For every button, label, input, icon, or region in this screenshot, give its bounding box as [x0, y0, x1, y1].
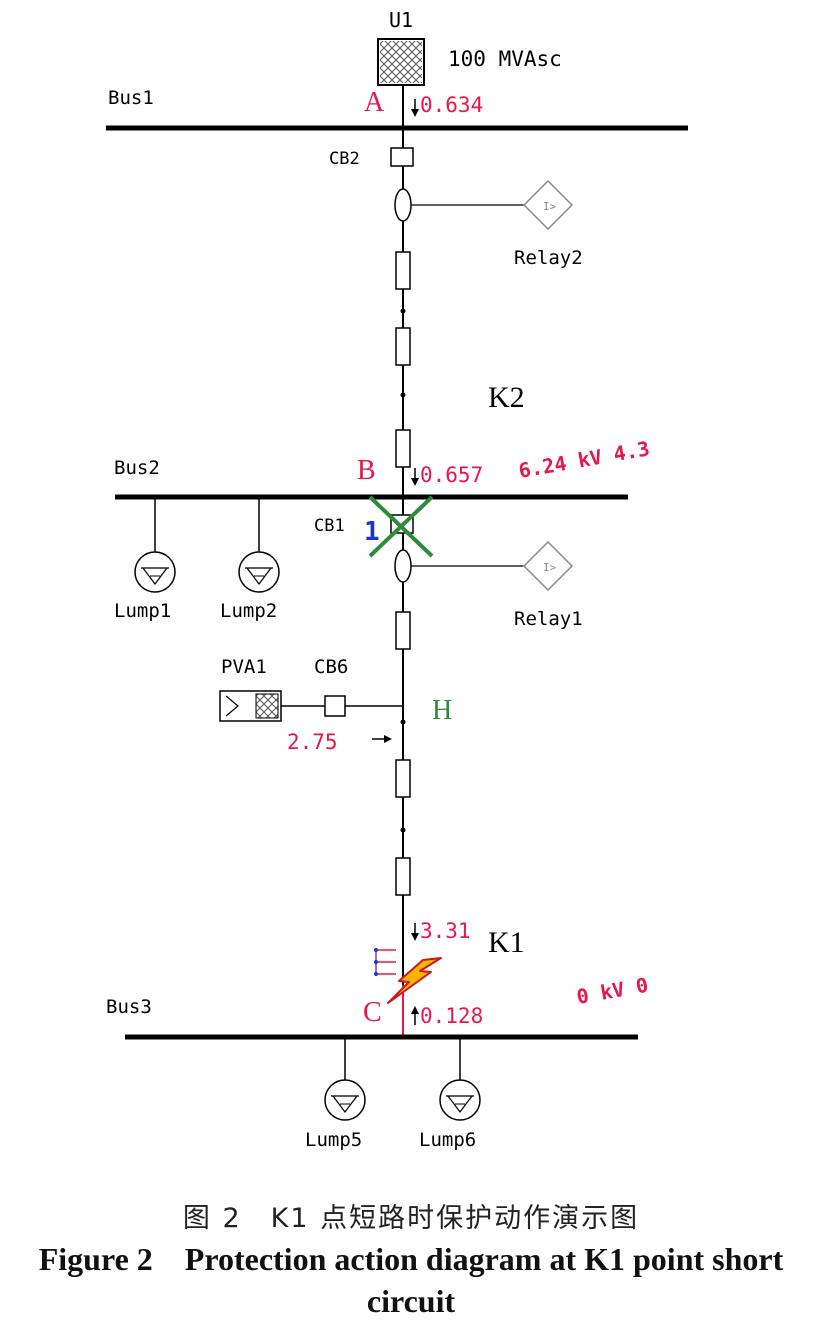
cable-segment-1[interactable]	[395, 251, 411, 290]
lump2-load-icon[interactable]	[238, 551, 280, 593]
lightning-fault-icon	[387, 957, 442, 1004]
fault-ground-icon	[374, 948, 396, 976]
bus2-label: Bus2	[114, 457, 160, 479]
junction-node	[400, 719, 406, 725]
source-label: U1	[389, 8, 413, 32]
single-line-diagram: U1 100 MVAsc Bus1 A 0.634 CB2 I> Relay2 …	[106, 8, 688, 1151]
arrow-down-icon	[411, 923, 419, 941]
lump1-load-icon[interactable]	[134, 551, 176, 593]
pv-array-icon[interactable]	[219, 690, 282, 722]
ct2-icon	[394, 188, 412, 222]
cb6-breaker[interactable]	[324, 695, 346, 717]
cb1-label: CB1	[314, 516, 345, 536]
cable-segment-6[interactable]	[395, 857, 411, 896]
fault-point-k1-label: K1	[488, 926, 525, 959]
source-rating: 100 MVAsc	[448, 47, 562, 71]
point-a-label: A	[364, 87, 385, 118]
flow-k1-value: 3.31	[420, 919, 471, 943]
cable-segment-3[interactable]	[395, 429, 411, 468]
trip-cross-icon	[368, 495, 434, 558]
lump6-label: Lump6	[419, 1129, 476, 1151]
flow-h-value: 2.75	[287, 730, 338, 754]
lump5-load-icon[interactable]	[324, 1079, 366, 1121]
relay2-label: Relay2	[514, 247, 583, 269]
relay1-icon[interactable]: I>	[522, 540, 574, 592]
svg-text:I>: I>	[543, 200, 557, 213]
point-h-label: H	[432, 695, 452, 726]
cb2-breaker[interactable]	[390, 147, 414, 167]
cable-segment-5[interactable]	[395, 759, 411, 798]
lump2-label: Lump2	[220, 600, 277, 622]
cable-segment-4[interactable]	[395, 611, 411, 650]
junction-node	[400, 827, 406, 833]
figure-caption-cn: 图 2 K1 点短路时保护动作演示图	[182, 1203, 640, 1234]
lump5-label: Lump5	[305, 1129, 362, 1151]
bus1-label: Bus1	[108, 87, 154, 109]
svg-text:I>: I>	[543, 561, 557, 574]
lump1-label: Lump1	[114, 600, 171, 622]
flow-a-value: 0.634	[420, 93, 483, 117]
bus3-label: Bus3	[106, 996, 152, 1018]
lump6-load-icon[interactable]	[439, 1079, 481, 1121]
arrow-right-icon	[372, 735, 392, 743]
arrow-up-icon	[411, 1006, 419, 1025]
cable-segment-2[interactable]	[395, 327, 411, 366]
junction-node	[400, 308, 406, 314]
utility-source-icon[interactable]	[377, 38, 425, 86]
point-b-label: B	[357, 455, 376, 486]
cb1-trip-order: 1	[364, 517, 380, 547]
cb6-label: CB6	[314, 656, 348, 678]
arrow-down-icon	[411, 468, 419, 486]
flow-b-value: 0.657	[420, 463, 483, 487]
figure-caption-en: Figure 2 Protection action diagram at K1…	[38, 1241, 784, 1319]
bus3-voltage: 0 kV 0	[575, 973, 650, 1009]
point-c-label: C	[363, 997, 382, 1028]
ct1-icon	[394, 549, 412, 583]
relay1-label: Relay1	[514, 608, 583, 630]
pv-label: PVA1	[221, 656, 267, 678]
bus2-voltage: 6.24 kV 4.3	[517, 436, 652, 483]
fault-point-k2-label: K2	[488, 381, 525, 414]
arrow-down-icon	[411, 99, 419, 117]
flow-c-value: 0.128	[420, 1004, 483, 1028]
relay2-icon[interactable]: I>	[522, 179, 574, 231]
junction-node	[400, 392, 406, 398]
cb2-label: CB2	[329, 149, 360, 169]
